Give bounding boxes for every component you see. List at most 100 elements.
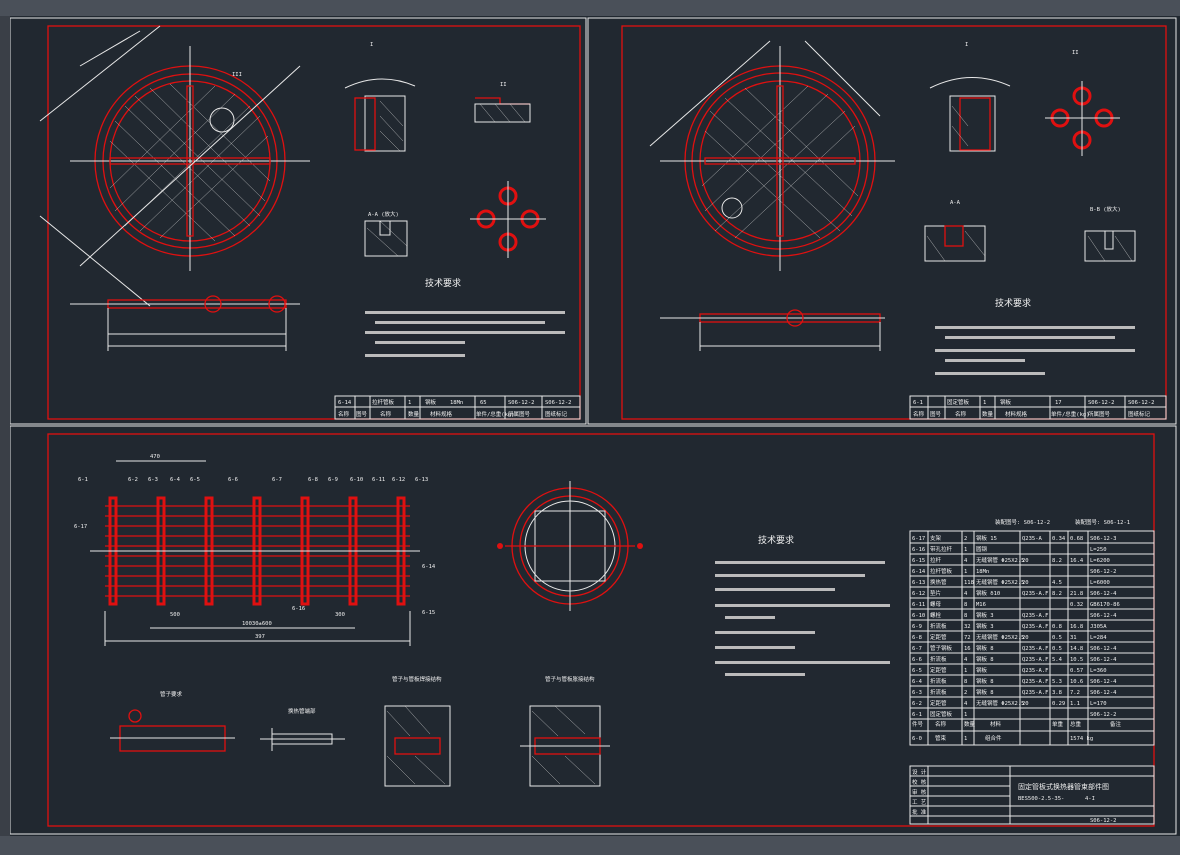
parts-cell: 16.8 — [1070, 624, 1083, 630]
parts-cell: L=360 — [1090, 668, 1107, 674]
parts-header-2: 装配图号: S06-12-1 — [1075, 518, 1130, 526]
parts-cell: M16 — [976, 602, 986, 608]
parts-cell: 钢板 — [976, 666, 988, 674]
left-tech-title: 技术要求 — [425, 277, 461, 289]
parts-cell: L=170 — [1090, 701, 1107, 707]
detail-expand — [520, 705, 610, 787]
right-tb-r1-c2: 固定管板 — [947, 398, 970, 406]
left-tb-r2-c7: 所属图号 — [508, 410, 531, 418]
parts-list-grid — [909, 530, 1155, 746]
detail-title-expand: 管子与管板胀接结构 — [545, 675, 595, 683]
dim-470: 470 — [150, 454, 160, 460]
total-row-2: 管束 — [935, 734, 947, 742]
bottom-tech-title: 技术要求 — [758, 534, 794, 546]
top-toolbar — [0, 0, 1180, 16]
right-tech-title: 技术要求 — [995, 297, 1031, 309]
parts-cell: 6-12 — [912, 591, 925, 597]
parts-cell: Q235-A.F — [1022, 646, 1049, 652]
parts-cell: 4 — [964, 657, 968, 663]
left-detail-II — [474, 97, 531, 123]
tb-label-check: 校 核 — [912, 778, 927, 786]
parts-cell: S06-12-4 — [1090, 646, 1117, 652]
right-detail-BB — [1084, 230, 1136, 262]
parts-cell: Q235-A.F — [1022, 668, 1049, 674]
tb-label-craft: 工 艺 — [912, 799, 927, 806]
parts-cell: 无缝钢管 Φ25X2.5 — [976, 556, 1025, 564]
parts-footer-7: 备注 — [1110, 720, 1122, 728]
parts-cell: 螺母 — [930, 600, 942, 608]
parts-cell: 1 — [964, 668, 967, 674]
parts-cell: 16.4 — [1070, 558, 1084, 564]
parts-cell: 6-7 — [912, 646, 922, 652]
callout-6-10: 6-10 — [350, 477, 363, 483]
parts-footer-6: 总重 — [1070, 720, 1082, 728]
right-tb-r2-c4: 数量 — [982, 410, 994, 418]
parts-cell: 4.5 — [1052, 580, 1062, 586]
main-title-code: BES500-2.5-35- — [1018, 796, 1064, 802]
parts-cell: 6-9 — [912, 624, 922, 630]
detail-weld — [384, 705, 451, 787]
left-tb-r2-c4: 数量 — [408, 410, 420, 418]
parts-cell: 0.5 — [1052, 646, 1062, 652]
right-tb-r2-c1: 名称 — [913, 410, 925, 418]
right-label-BB: B-B (放大) — [1090, 205, 1121, 213]
tb-label-review: 审 核 — [912, 788, 927, 796]
parts-footer-3: 数量 — [964, 720, 976, 728]
parts-cell: 固定管板 — [930, 710, 953, 718]
parts-cell: 螺栓 — [930, 611, 942, 619]
drawing-number: S06-12-2 — [1090, 818, 1117, 824]
parts-cell: S06-12-3 — [1090, 536, 1117, 542]
tube-bundle-elevation — [90, 460, 420, 646]
parts-footer-4: 材料 — [990, 720, 1002, 728]
parts-cell: 20 — [1022, 580, 1029, 586]
left-title-block — [334, 395, 581, 420]
total-row-6: 1574 kg — [1070, 736, 1093, 742]
right-tb-r1-c1: 6-1 — [913, 400, 923, 406]
cad-drawing-canvas[interactable]: 技术要求 6-14 拉杆管板 1 钢板 18Mn 65 S06-12-2 S06… — [10, 16, 1180, 836]
right-tb-r2-c5: 材料规格 — [1005, 410, 1028, 418]
parts-cell: S06-12-4 — [1090, 690, 1117, 696]
total-row-4: 组合件 — [985, 734, 1002, 742]
left-detail-AA — [364, 220, 408, 257]
parts-cell: 8 — [964, 602, 967, 608]
left-tb-r2-c8: 图纸标记 — [545, 410, 568, 418]
parts-cell: 折流板 — [930, 622, 947, 630]
main-title-code2: 4-I — [1085, 796, 1095, 802]
parts-cell: 1 — [964, 712, 967, 718]
parts-cell: 管子钢板 — [930, 644, 953, 652]
sheet-bottom-frame — [10, 425, 1177, 835]
parts-cell: 钢板 3 — [976, 622, 994, 630]
parts-cell: S06-12-2 — [1090, 712, 1117, 718]
parts-cell: L=6000 — [1090, 580, 1110, 586]
left-tb-r1-c3: 1 — [408, 400, 411, 406]
right-tubesheet-view — [649, 40, 895, 271]
cad-drawing: 技术要求 6-14 拉杆管板 1 钢板 18Mn 65 S06-12-2 S06… — [10, 17, 1177, 835]
parts-cell: 0.68 — [1070, 536, 1083, 542]
left-detail-I — [344, 78, 416, 152]
left-tb-r1-c8: S06-12-2 — [545, 400, 572, 406]
callout-6-16: 6-16 — [292, 606, 305, 612]
parts-cell: 4 — [964, 591, 968, 597]
parts-cell: 20 — [1022, 701, 1029, 707]
parts-footer-5: 单重 — [1052, 720, 1064, 728]
parts-cell: 钢板 8 — [976, 644, 994, 652]
dim-300: 300 — [335, 612, 345, 618]
dim-overall: 10030±600 — [242, 621, 272, 627]
parts-cell: 6-14 — [912, 569, 926, 575]
right-detail-AA — [924, 225, 986, 262]
left-tb-r2-c6: 单件/总重(kg) — [476, 410, 515, 418]
parts-cell: 1.1 — [1070, 701, 1080, 707]
parts-cell: 6-6 — [912, 657, 922, 663]
callout-6-4: 6-4 — [170, 477, 181, 483]
parts-cell: 118 — [964, 580, 974, 586]
parts-cell: 0.29 — [1052, 701, 1065, 707]
parts-cell: 16 — [964, 646, 971, 652]
bundle-callouts: 6-1 6-2 6-3 6-4 6-5 6-6 6-7 6-8 6-9 6-10… — [74, 477, 436, 616]
parts-cell: 支架 — [930, 534, 942, 542]
callout-6-11: 6-11 — [372, 477, 385, 483]
parts-cell: 14.8 — [1070, 646, 1083, 652]
sheet-left-frame — [10, 17, 587, 425]
right-tb-r2-c6: 单件/总重(kg) — [1051, 410, 1090, 418]
parts-header-1: 装配图号: S06-12-2 — [995, 518, 1050, 526]
parts-cell: 6-10 — [912, 613, 925, 619]
